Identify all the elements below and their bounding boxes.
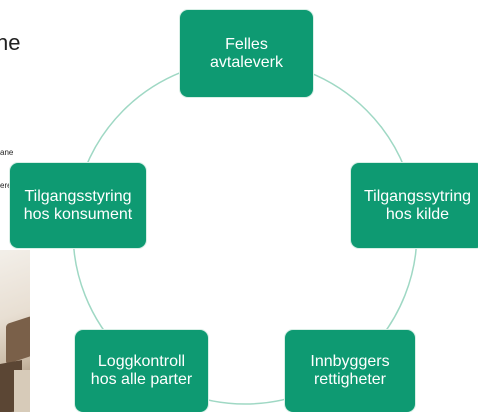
background-text-fragment: ere — [0, 181, 12, 190]
background-text-fragment: r — [0, 0, 3, 12]
node-felles-avtaleverk: Felles avtaleverk — [180, 10, 313, 97]
node-innbyggers-rettigheter: Innbyggers rettigheter — [285, 330, 415, 412]
node-loggkontroll: Loggkontroll hos alle parter — [75, 330, 208, 412]
node-tilgangsstyring-hos-kilde: Tilgangssytring hos kilde — [351, 163, 478, 248]
background-text-fragment: ne — [0, 30, 21, 55]
node-label: Felles avtaleverk — [210, 35, 283, 71]
node-label: Tilgangsstyring hos konsument — [23, 187, 133, 223]
background-photo — [0, 250, 30, 412]
node-label: Loggkontroll hos alle parter — [90, 353, 193, 388]
node-tilgangsstyring-hos-konsument: Tilgangsstyring hos konsument — [10, 163, 146, 248]
node-label: Tilgangssytring hos kilde — [363, 187, 471, 223]
node-label: Innbyggers rettigheter — [310, 353, 390, 388]
background-text-fragment: ane — [0, 148, 14, 157]
